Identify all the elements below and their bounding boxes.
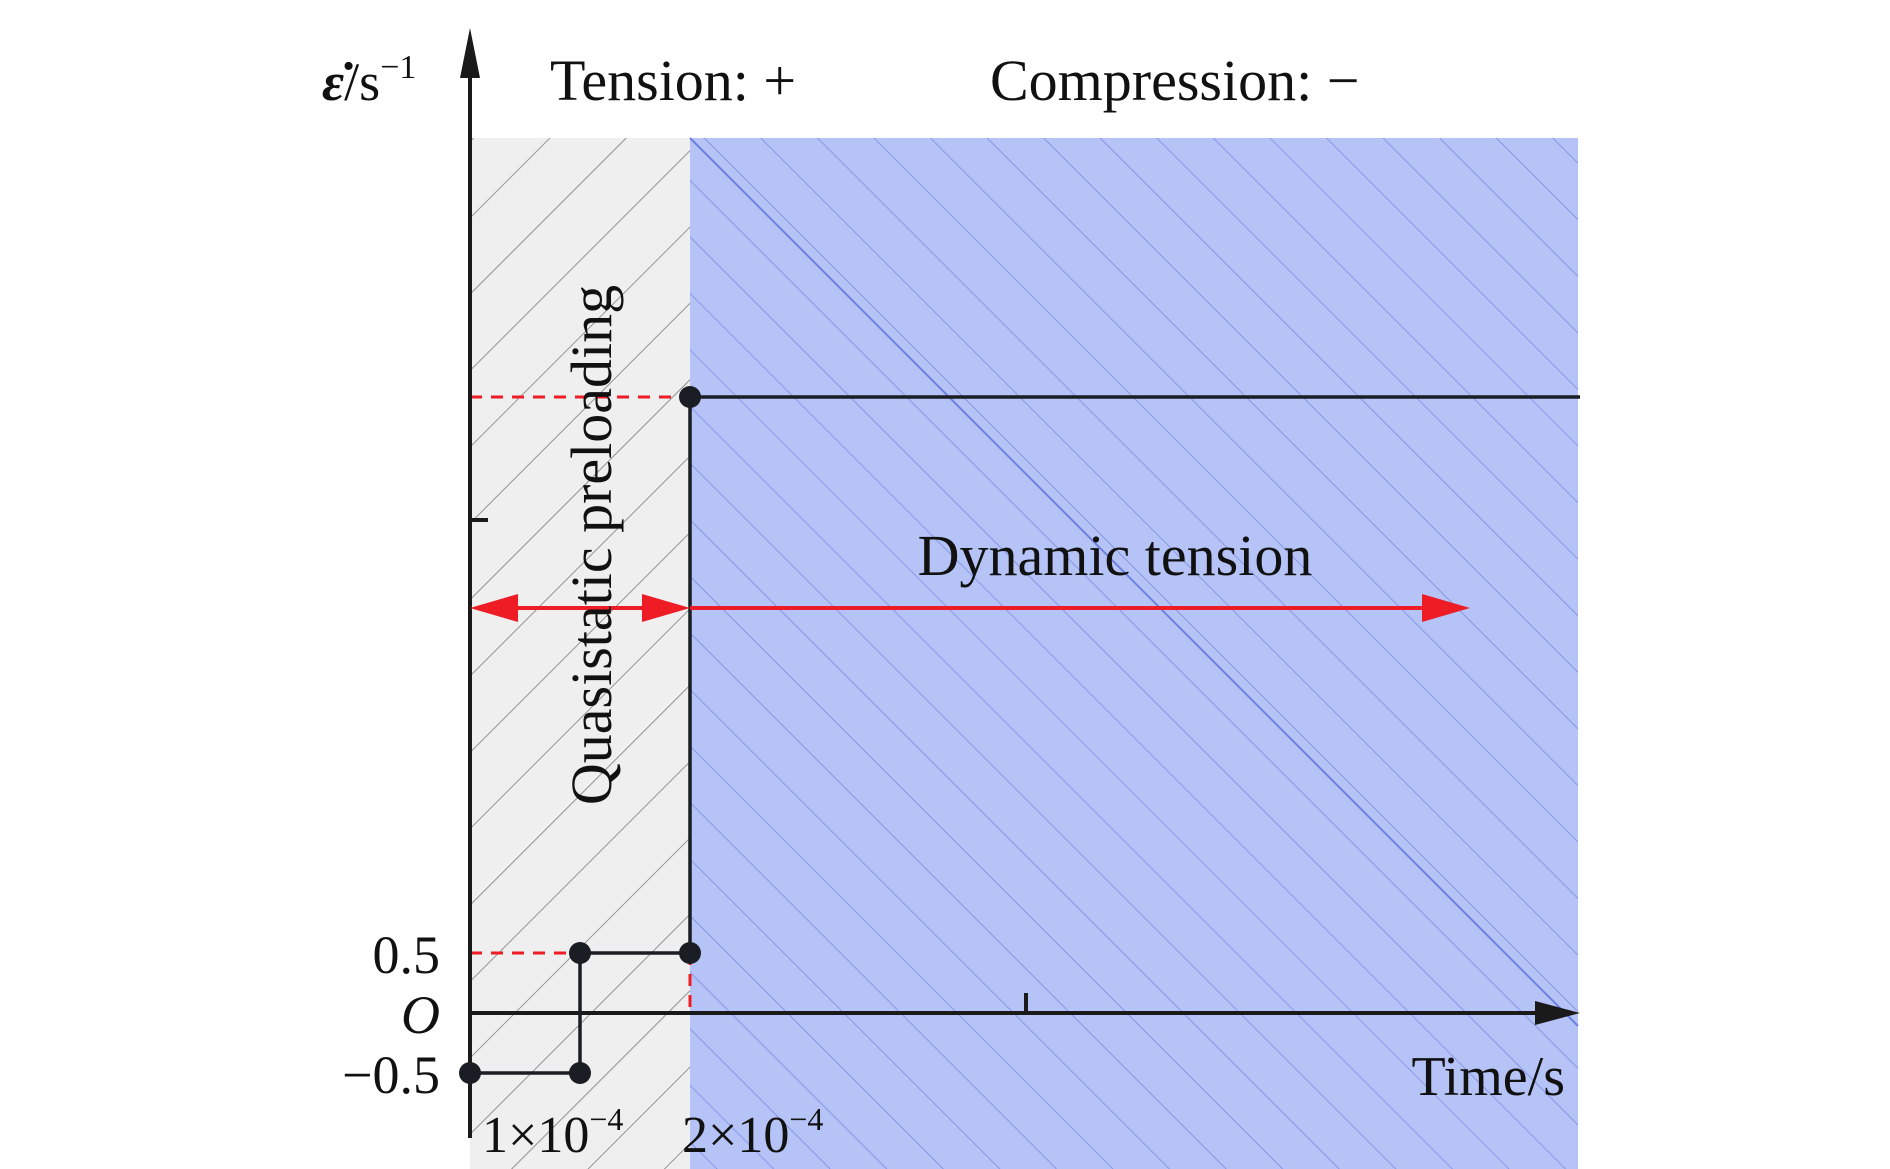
dynamic-region-label: Dynamic tension [918,523,1313,588]
x-axis-label: Time/s [1411,1046,1565,1108]
strain-rate-signal [459,386,1580,1084]
compression-sign-label: Compression: − [990,48,1359,113]
x-tick-first-mantissa: 1×10 [482,1107,589,1164]
quasistatic-span-left-arrowhead [470,594,518,622]
signal-point [569,1062,591,1084]
x-tick-second-mantissa: 2×10 [682,1107,789,1164]
y-tick-label-negative: −0.5 [342,1045,440,1105]
quasistatic-span-right-arrowhead [642,594,690,622]
x-tick-label-first: 1×10−4 [482,1101,623,1164]
preloading-step-path [470,395,1580,1075]
x-tick-second-exponent: −4 [789,1101,823,1137]
x-tick-label-second: 2×10−4 [682,1101,823,1164]
quasistatic-region [470,138,690,1169]
x-tick-first-exponent: −4 [589,1101,623,1137]
signal-point [459,1062,481,1084]
y-axis-arrowhead [460,28,480,78]
signal-point [569,942,591,964]
tension-sign-label: Tension: + [550,48,796,113]
origin-label: O [401,985,440,1045]
x-axis-arrowhead [1535,1001,1580,1025]
y-tick-label-positive: 0.5 [373,925,441,985]
dynamic-region [689,137,1579,1169]
y-axis-label: ε̇/s−1 [322,49,416,112]
dynamic-span-arrowhead [1422,594,1470,622]
span-arrows [470,594,1470,622]
axes [468,60,1545,1138]
quasistatic-region-label: Quasistatic preloading [559,285,624,805]
signal-point [679,942,701,964]
signal-point [679,386,701,408]
y-axis-unit: /s [344,52,380,112]
y-axis-exponent: −1 [380,49,416,86]
